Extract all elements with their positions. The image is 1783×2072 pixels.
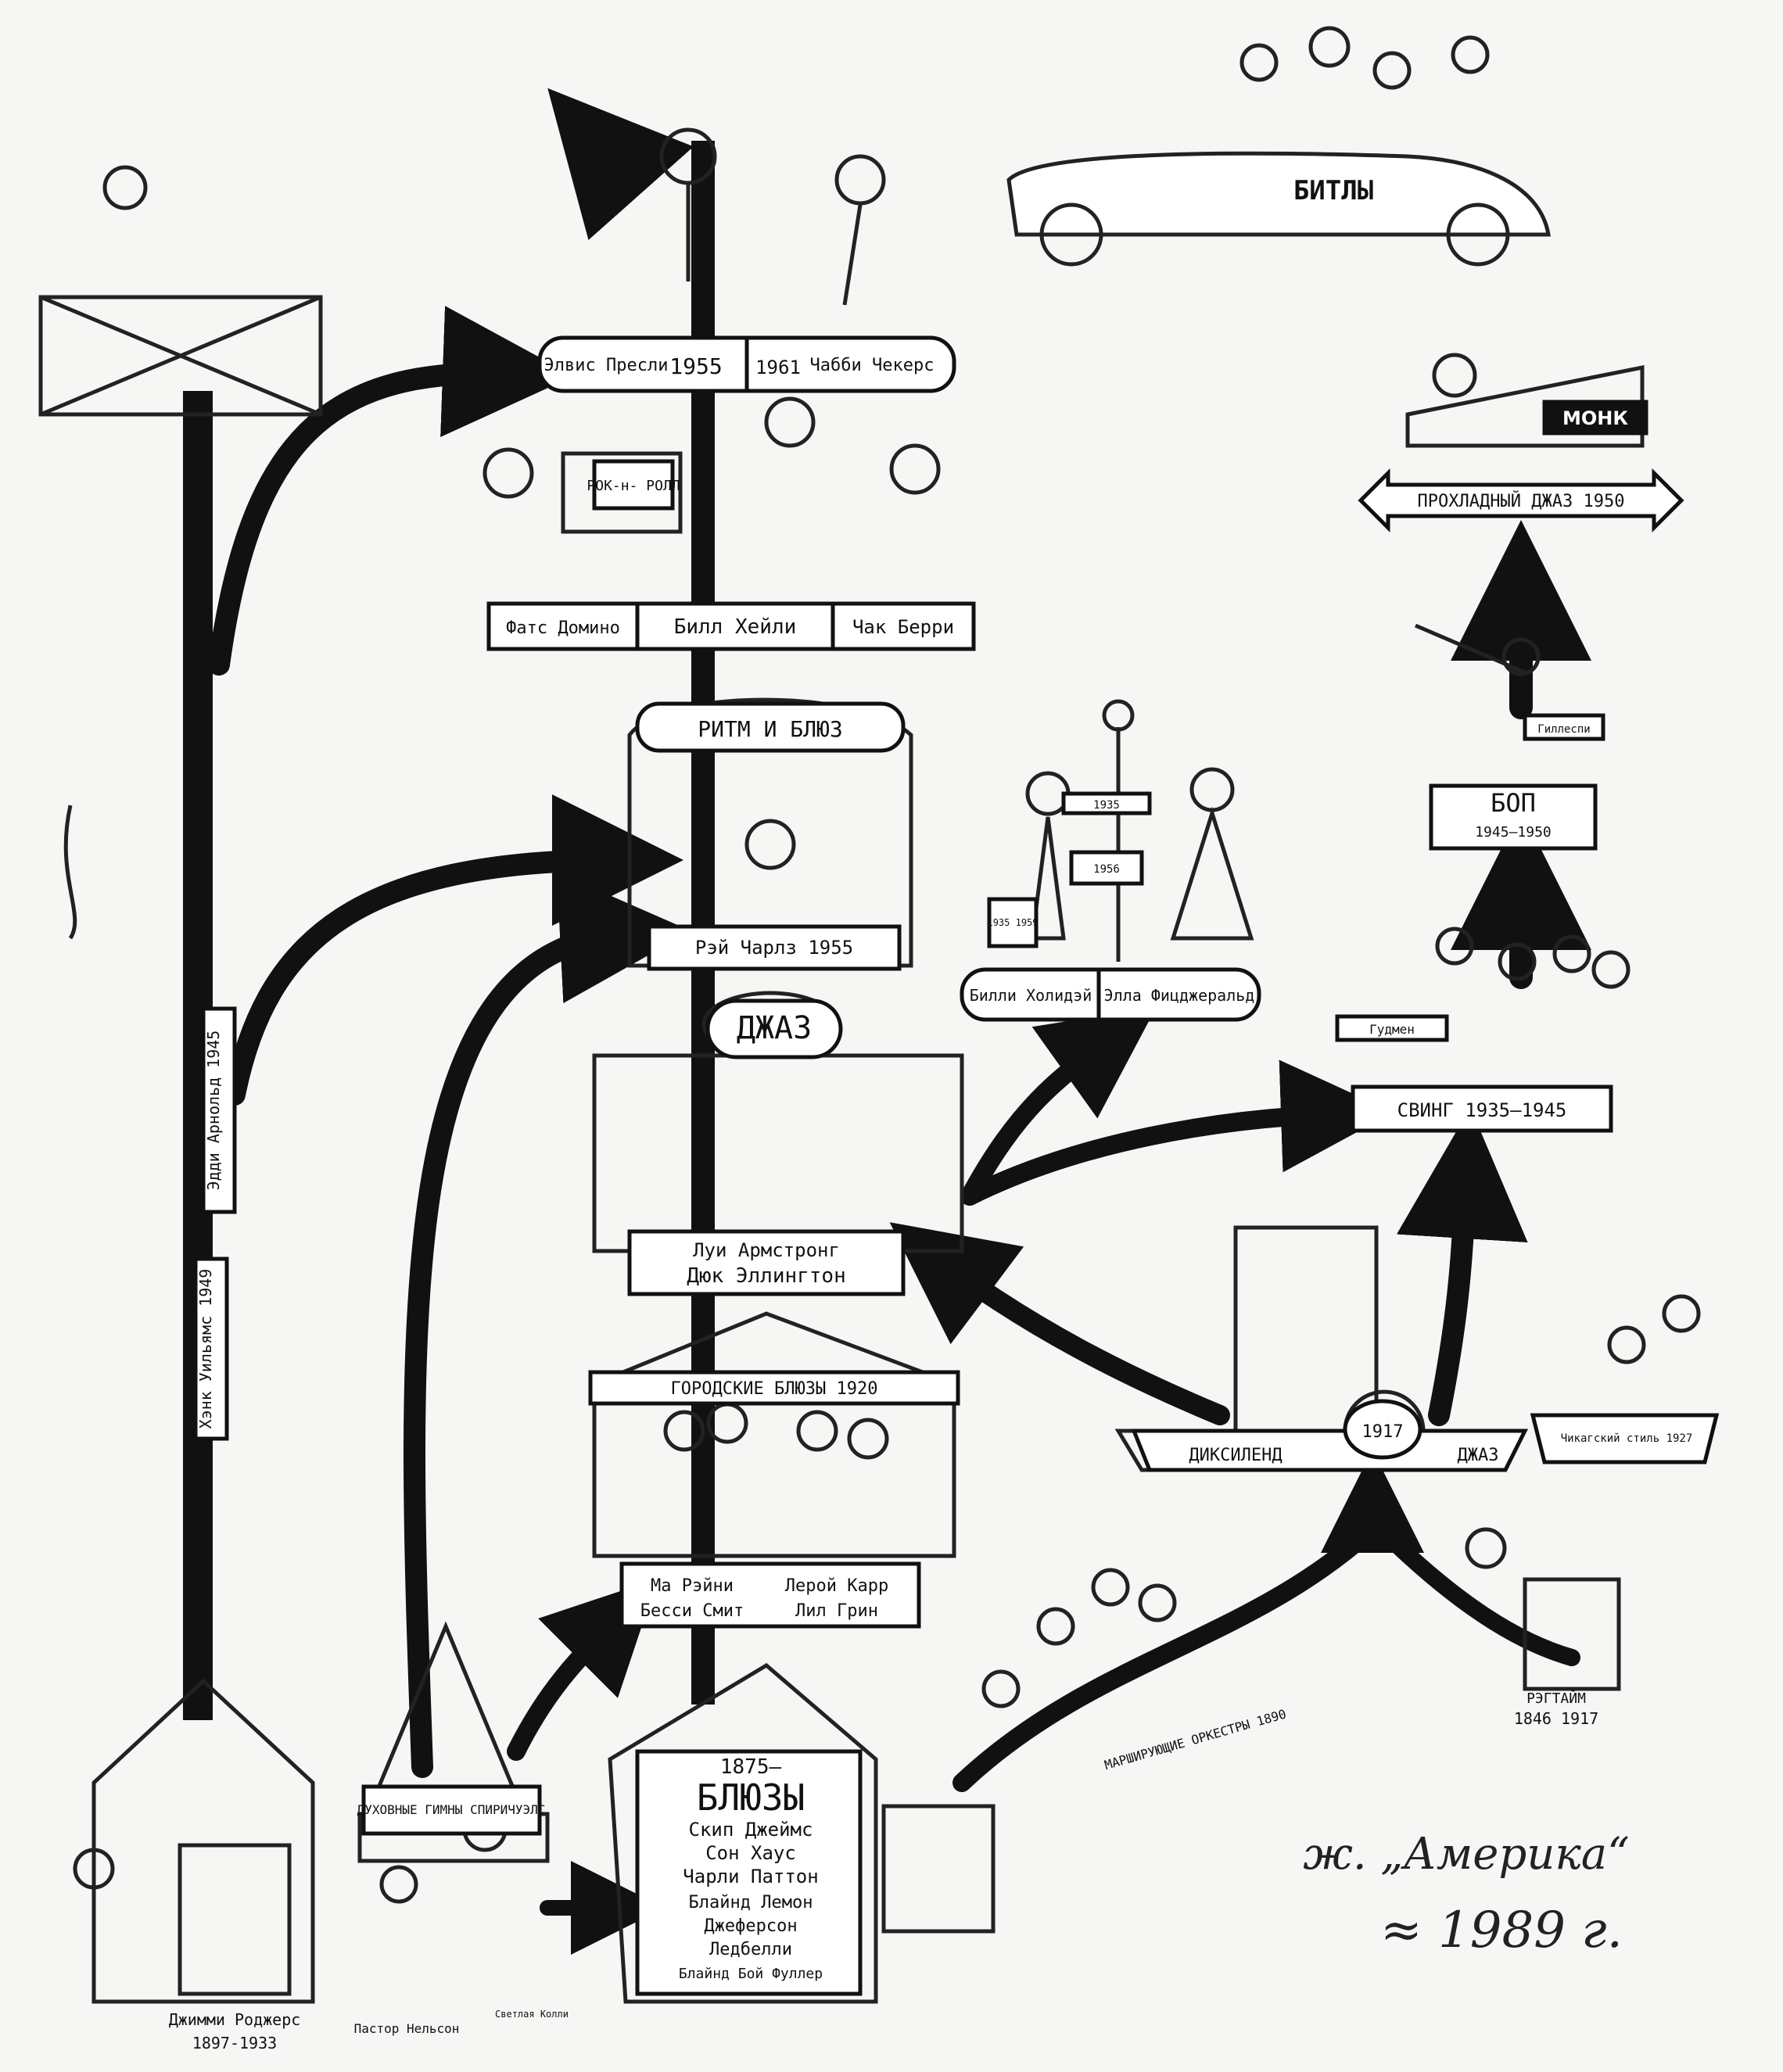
rhythm-blues-label: РИТМ И БЛЮЗ [698, 716, 842, 742]
holiday-label: Билли Холидэй [970, 986, 1092, 1005]
signpost-2-label: 1956 [1093, 863, 1120, 876]
city-blues-banner [588, 1370, 960, 1406]
rodgers-years: 1897-1933 [192, 2034, 277, 2052]
city-blues-label: ГОРОДСКИЕ БЛЮЗЫ 1920 [671, 1379, 878, 1399]
rodgers-label: Джимми Роджерс [169, 2010, 301, 2029]
blues-artist-3: Чарли Паттон [683, 1866, 818, 1887]
preacher-label: Пастор Нельсон [354, 2021, 460, 2036]
hank-label: Хэнк Уильямс 1949 [196, 1269, 215, 1429]
monk-plate [1542, 400, 1648, 436]
lineage-arrows [208, 88, 1591, 1955]
haley-label: Билл Хейли [674, 615, 797, 639]
blues-artist-1: Скип Джеймс [689, 1819, 813, 1841]
carr-label: Лерой Карр [785, 1576, 888, 1596]
smith-label: Бесси Смит [640, 1601, 744, 1621]
arnold-label: Эдди Арнольд 1945 [204, 1031, 223, 1191]
bop-label: БОП [1491, 788, 1536, 818]
checker-name: Чабби Чекерс [810, 356, 935, 375]
presley-name: Элвис Пресли [544, 356, 669, 375]
green-label: Лил Грин [795, 1601, 878, 1621]
blues-artist-2: Сон Хаус [705, 1842, 796, 1864]
bop-drum-label: Гиллеспи [1537, 723, 1590, 736]
ray-charles-label: Рэй Чарлз 1955 [695, 937, 853, 959]
monk-label: МОНК [1562, 407, 1628, 429]
rhythm-blues-banner [635, 701, 906, 753]
ragtime-label: РЭГТАЙМ [1526, 1690, 1586, 1707]
swing-stand-plate [1335, 1014, 1449, 1042]
swing-label: СВИНГ 1935–1945 [1397, 1099, 1567, 1121]
spirituals-plate [361, 1784, 542, 1836]
blues-artist-5: Джеферсон [704, 1916, 797, 1936]
dixieland-label: ДИКСИЛЕНД [1189, 1446, 1282, 1465]
handwritten-note-year: ≈ 1989 г. [1380, 1902, 1623, 1959]
holiday-sheet-label: 1935 1959 [987, 917, 1038, 928]
handwritten-note-line: ж. „Америка“ [1303, 1829, 1630, 1880]
blues-artist-4: Блайнд Лемон [689, 1893, 813, 1912]
signpost-plate-1 [1061, 791, 1152, 816]
spirituals-label: ДУХОВНЫЕ ГИМНЫ СПИРИЧУЭЛС [357, 1802, 546, 1817]
ellington-label: Дюк Эллингтон [687, 1264, 846, 1288]
holiday-sheet [987, 897, 1039, 948]
jazz-medallion [705, 998, 843, 1059]
signpost-plate-2 [1069, 850, 1144, 886]
hank-plate [193, 1256, 229, 1441]
jazz-label: ДЖАЗ [737, 1010, 812, 1046]
ragtime-years: 1846 1917 [1514, 1709, 1598, 1728]
holiday-fitz-plate [960, 967, 1261, 1022]
cool-jazz-label: ПРОХЛАДНЫЙ ДЖАЗ 1950 [1418, 491, 1625, 511]
year-1917-label: 1917 [1362, 1422, 1404, 1442]
year-1917-badge [1343, 1399, 1422, 1460]
rock-sign-plate [592, 459, 675, 511]
labels: БИТЛЫ Элвис Пресли 1955 1961 Чабби Чекер… [169, 175, 1693, 2052]
blues-year: 1875– [720, 1755, 782, 1779]
chicago-label: Чикагский стиль 1927 [1561, 1432, 1693, 1445]
label-plates [193, 335, 1720, 1996]
bop-drum-plate [1523, 713, 1605, 741]
rainey-label: Ма Рэйни [651, 1576, 734, 1596]
fats-label: Фатс Домино [506, 618, 620, 638]
cool-jazz-plate [1358, 468, 1684, 533]
swing-plate [1351, 1084, 1613, 1133]
bop-plate [1429, 783, 1598, 851]
blues-artist-6: Ледбелли [709, 1940, 792, 1959]
chicago-plate [1530, 1413, 1720, 1464]
year-1955-label: 1955 [669, 353, 722, 379]
rock-roll-plate [486, 601, 976, 651]
dixie-jazz-label: ДЖАЗ [1458, 1446, 1499, 1465]
rock-sign-label: РОК-н- РОЛЛ [587, 478, 680, 494]
berry-label: Чак Берри [852, 616, 954, 638]
armstrong-label: Луи Армстронг [693, 1239, 840, 1261]
ray-charles-plate [647, 924, 902, 971]
fitzgerald-label: Элла Фицджеральд [1104, 986, 1255, 1005]
blues-plate [635, 1749, 863, 1996]
city-blues-plate [619, 1561, 921, 1629]
swing-stand-label: Гудмен [1369, 1022, 1415, 1037]
singer-note: Светлая Колли [495, 2009, 569, 2020]
beatles-label: БИТЛЫ [1293, 175, 1373, 206]
signpost-1-label: 1935 [1093, 799, 1120, 812]
marching-label: МАРШИРУЮЩИЕ ОРКЕСТРЫ 1890 [1103, 1706, 1288, 1773]
armstrong-ellington-plate [627, 1229, 906, 1296]
sketch-figures [38, 26, 1701, 2004]
arnold-plate [201, 1006, 237, 1214]
year-1961-label: 1961 [755, 357, 801, 378]
blues-artist-7: Блайнд Бой Фуллер [679, 1966, 823, 1982]
bop-years: 1945–1950 [1475, 824, 1552, 841]
blues-label: БЛЮЗЫ [697, 1776, 805, 1819]
